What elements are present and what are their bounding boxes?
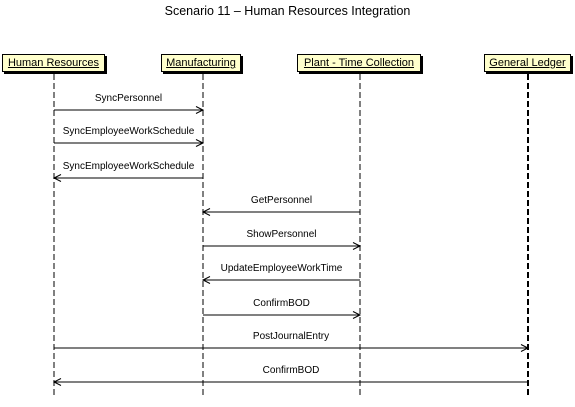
arrowhead-icon xyxy=(195,106,205,114)
actor-general-ledger[interactable]: General Ledger xyxy=(484,54,571,72)
message-label: UpdateEmployeeWorkTime xyxy=(221,263,343,274)
diagram-title: Scenario 11 – Human Resources Integratio… xyxy=(164,4,411,18)
arrowhead-icon xyxy=(201,276,211,284)
message-8[interactable]: PostJournalEntry xyxy=(54,331,530,352)
message-2[interactable]: SyncEmployeeWorkSchedule xyxy=(54,126,205,147)
message-5[interactable]: ShowPersonnel xyxy=(203,229,362,250)
arrowhead-icon xyxy=(201,208,211,216)
arrowhead-icon xyxy=(520,344,530,352)
arrowhead-icon xyxy=(352,242,362,250)
arrowhead-icon xyxy=(52,174,62,182)
message-label: SyncEmployeeWorkSchedule xyxy=(63,161,195,172)
actor-plant-time-collection[interactable]: Plant - Time Collection xyxy=(297,54,421,72)
message-label: SyncEmployeeWorkSchedule xyxy=(63,126,195,137)
actor-human-resources[interactable]: Human Resources xyxy=(2,54,105,72)
arrowhead-icon xyxy=(352,311,362,319)
arrowhead-icon xyxy=(52,378,62,386)
message-label: SyncPersonnel xyxy=(95,93,162,104)
message-3[interactable]: SyncEmployeeWorkSchedule xyxy=(52,161,203,182)
message-4[interactable]: GetPersonnel xyxy=(201,195,360,216)
message-label: ShowPersonnel xyxy=(246,229,316,240)
message-label: ConfirmBOD xyxy=(253,298,310,309)
message-label: ConfirmBOD xyxy=(263,365,320,376)
message-9[interactable]: ConfirmBOD xyxy=(52,365,528,386)
message-6[interactable]: UpdateEmployeeWorkTime xyxy=(201,263,360,284)
message-1[interactable]: SyncPersonnel xyxy=(54,93,205,114)
message-label: PostJournalEntry xyxy=(253,331,329,342)
message-7[interactable]: ConfirmBOD xyxy=(203,298,362,319)
arrowhead-icon xyxy=(195,139,205,147)
message-label: GetPersonnel xyxy=(251,195,312,206)
actor-manufacturing[interactable]: Manufacturing xyxy=(161,54,241,72)
